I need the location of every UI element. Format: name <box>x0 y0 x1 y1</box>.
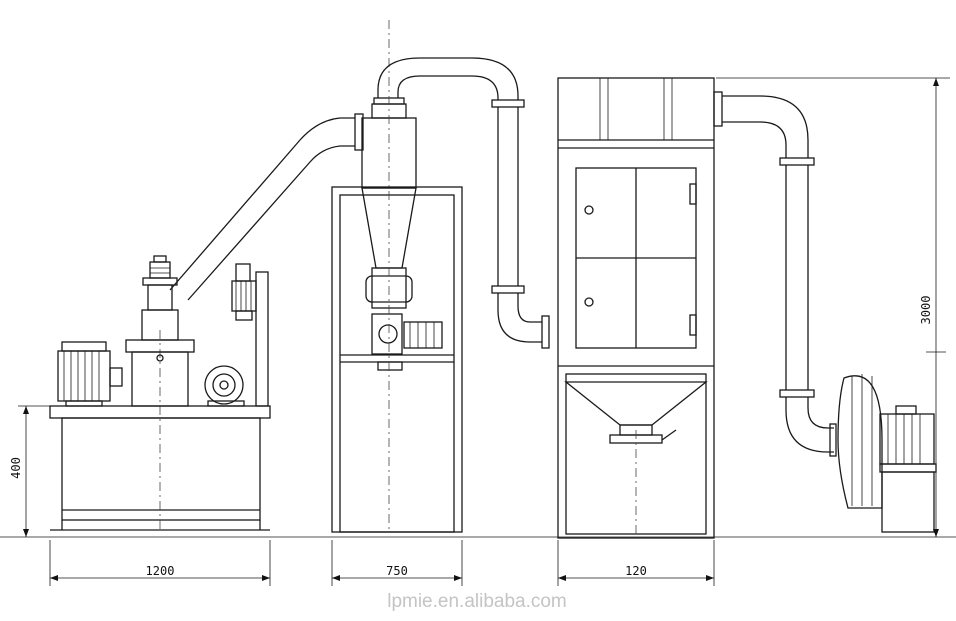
dim-label-1200: 1200 <box>146 564 175 578</box>
cyclone-frame <box>331 186 463 533</box>
dimension-1200 <box>49 540 271 586</box>
centrifugal-fan <box>837 374 937 533</box>
cyclone-separator <box>361 20 443 530</box>
dimension-3000 <box>716 77 950 537</box>
dim-label-3000: 3000 <box>919 296 933 325</box>
inclined-pipe <box>169 113 364 301</box>
dimension-120 <box>557 540 715 586</box>
main-motor <box>57 341 123 407</box>
dimension-750 <box>331 540 463 586</box>
blower-fan-small <box>204 365 245 407</box>
grinding-mill <box>125 255 195 407</box>
watermark: lpmie.en.alibaba.com <box>387 591 567 612</box>
dim-label-400: 400 <box>9 457 23 479</box>
feeder-motor <box>231 263 269 407</box>
dim-label-750: 750 <box>386 564 408 578</box>
dim-label-120: 120 <box>625 564 647 578</box>
transfer-pipe <box>377 57 550 349</box>
dust-collector <box>557 77 715 539</box>
mill-table <box>49 330 271 531</box>
exhaust-pipe <box>713 91 837 457</box>
dimension-400 <box>18 405 50 537</box>
